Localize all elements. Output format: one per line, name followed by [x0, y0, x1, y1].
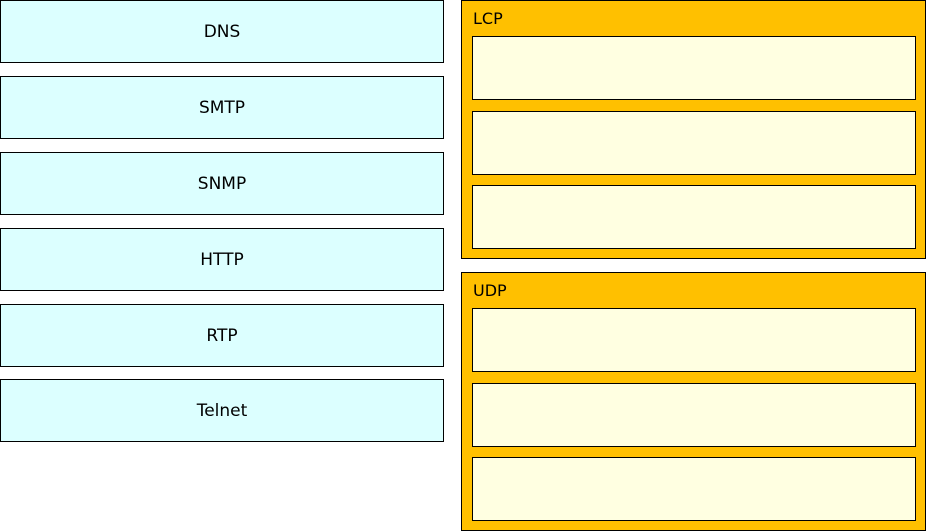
source-item-smtp[interactable]: SMTP — [0, 76, 444, 139]
source-item-snmp[interactable]: SNMP — [0, 152, 444, 215]
drop-slot-udp-3[interactable] — [472, 457, 916, 521]
drop-slot-udp-2[interactable] — [472, 383, 916, 447]
source-item-dns[interactable]: DNS — [0, 0, 444, 63]
drop-slot-udp-1[interactable] — [472, 308, 916, 372]
source-item-http[interactable]: HTTP — [0, 228, 444, 291]
source-item-telnet[interactable]: Telnet — [0, 379, 444, 442]
group-label-udp: UDP — [473, 281, 507, 300]
drop-slot-lcp-3[interactable] — [472, 185, 916, 249]
drop-slot-lcp-1[interactable] — [472, 36, 916, 100]
drop-slot-lcp-2[interactable] — [472, 111, 916, 175]
target-group-udp: UDP — [461, 272, 926, 531]
target-group-lcp: LCP — [461, 0, 926, 259]
group-label-lcp: LCP — [473, 9, 503, 28]
source-item-rtp[interactable]: RTP — [0, 304, 444, 367]
